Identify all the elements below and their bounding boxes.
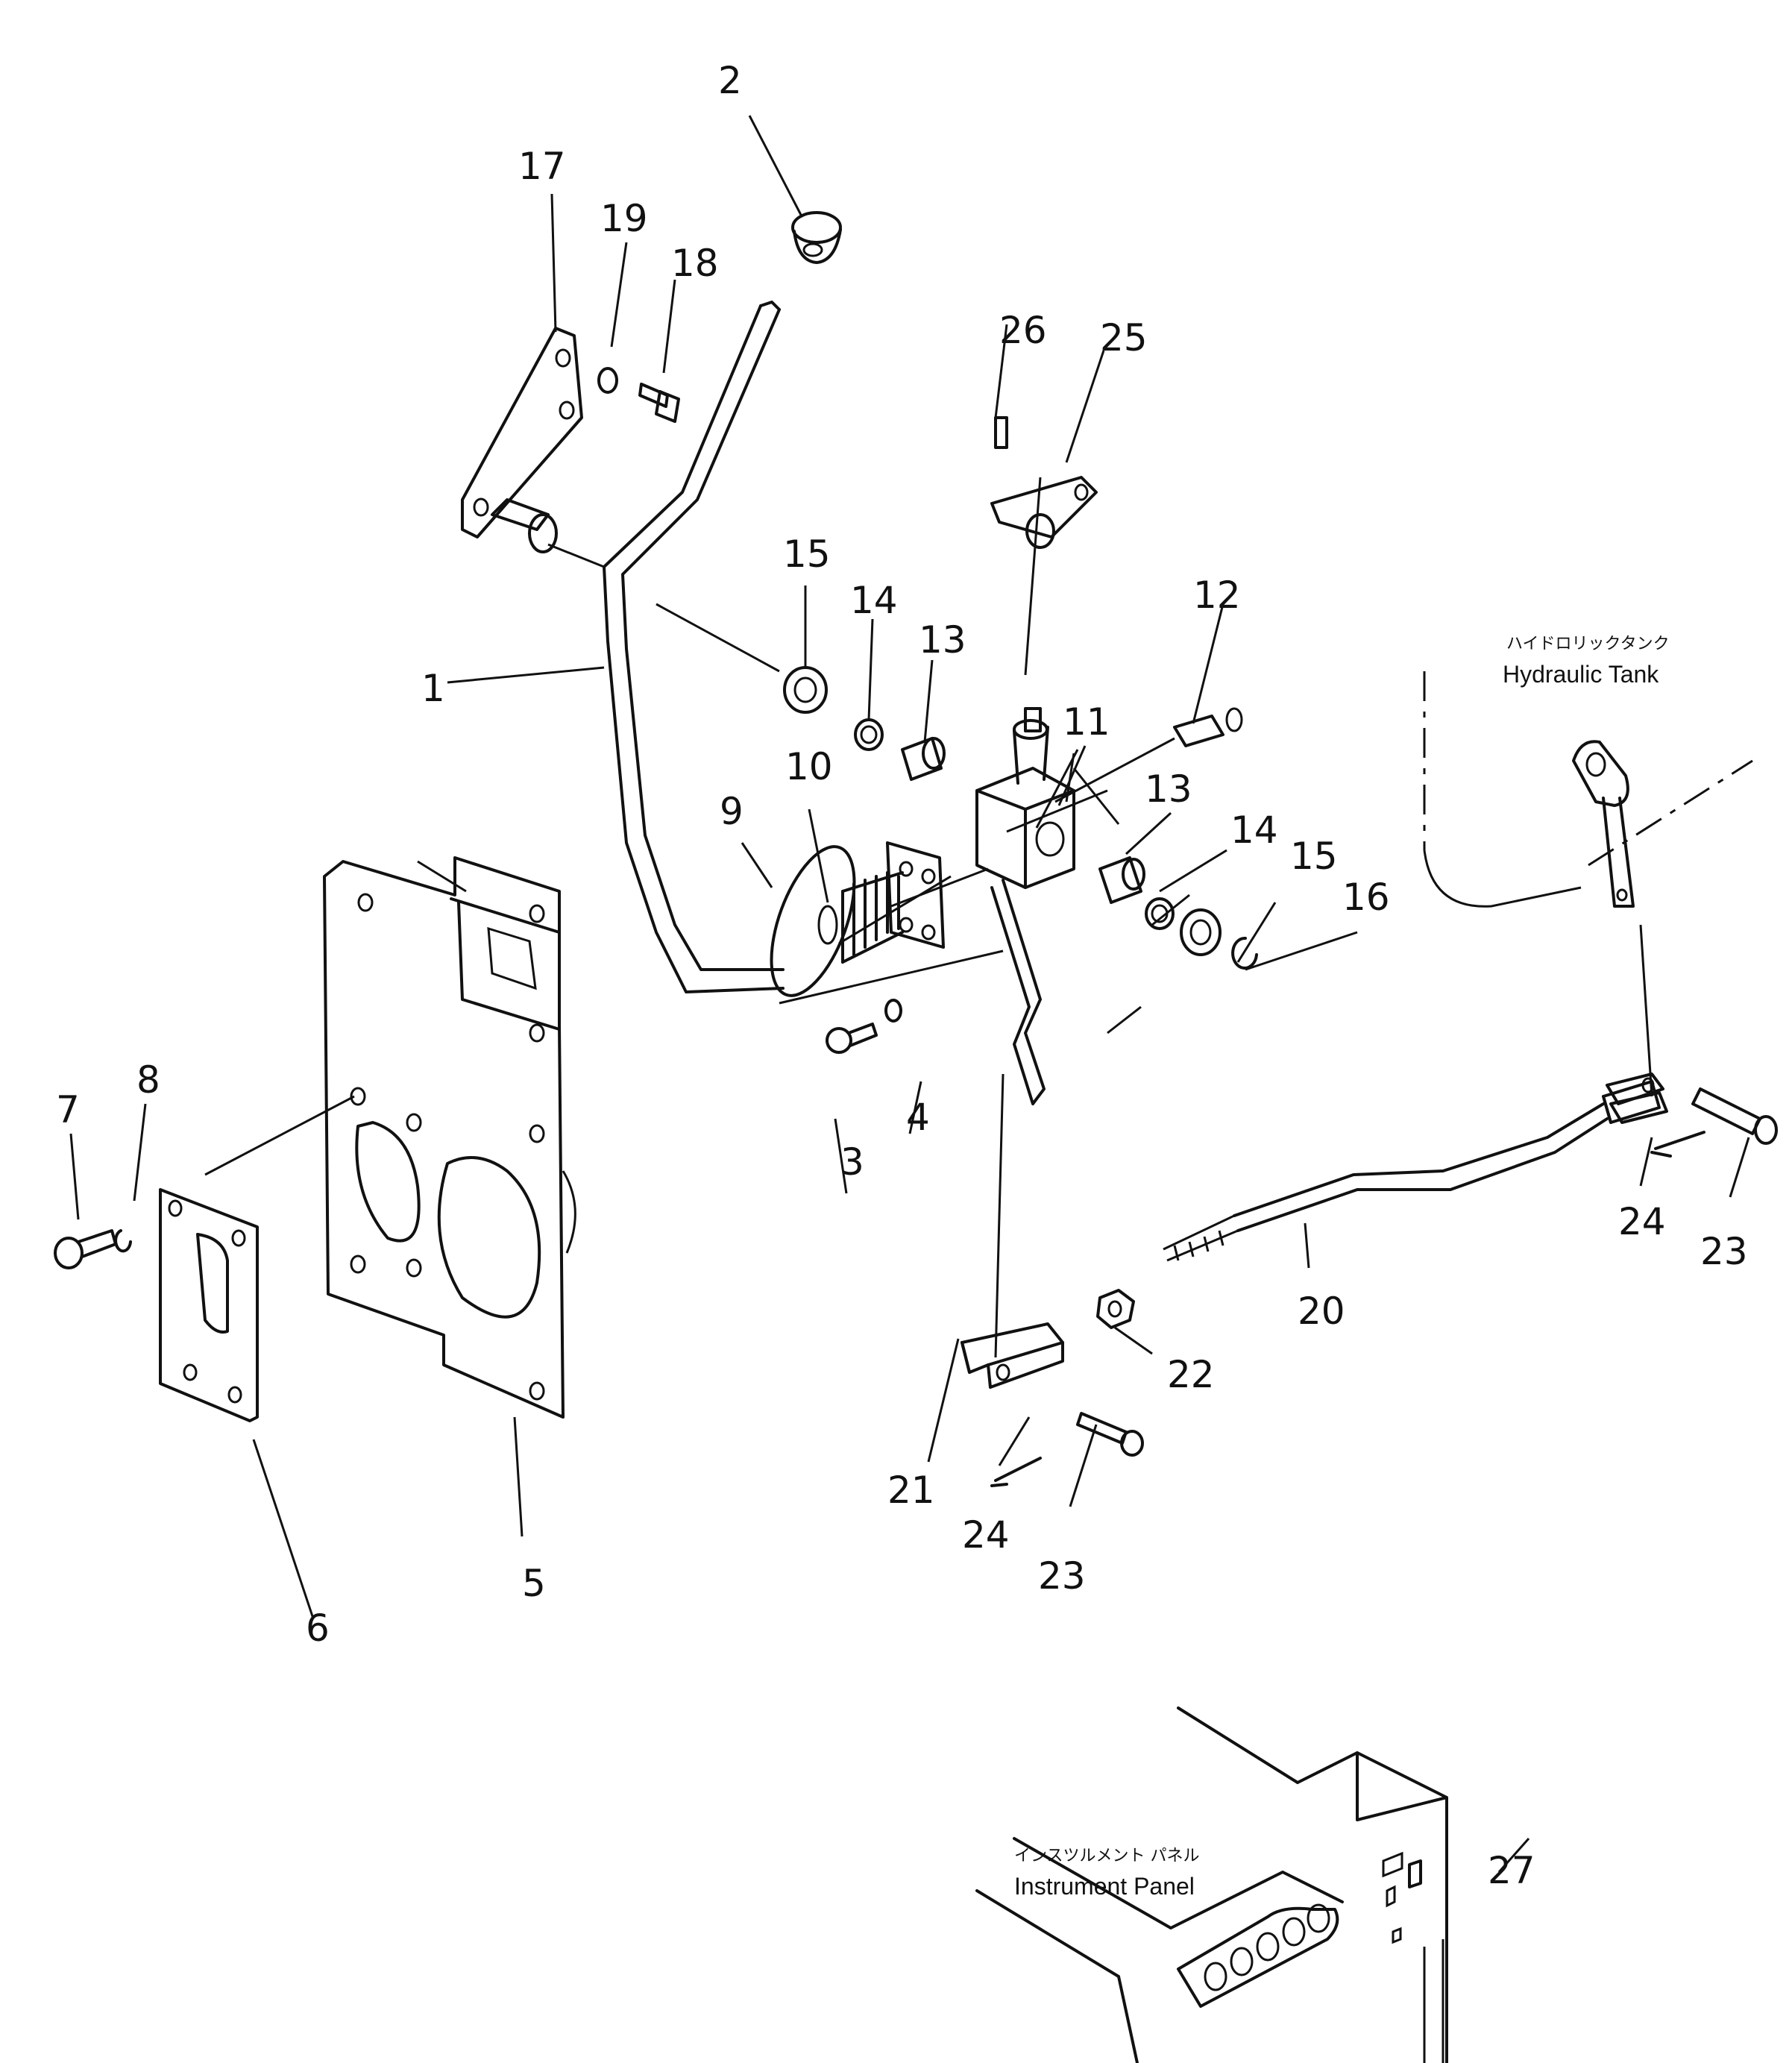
reference-labels: ハイドロリックタンク Hydraulic Tank インスツルメント パネル I… <box>1014 635 1670 1900</box>
pin-part-26 <box>994 416 1008 449</box>
snap-ring-part-16 <box>1231 936 1258 970</box>
callout-23b: 23 <box>1700 1230 1748 1273</box>
pin-part-23b <box>1691 1087 1778 1145</box>
leader-lines <box>69 115 1750 1873</box>
bolt-part-18 <box>638 383 680 423</box>
cover-part-6 <box>159 1188 259 1422</box>
bolt-part-3 <box>826 1023 878 1054</box>
callout-22: 22 <box>1167 1353 1215 1396</box>
callout-13b: 13 <box>1145 767 1192 811</box>
hydraulic-tank-label-jp: ハイドロリックタンク <box>1506 635 1670 653</box>
callout-1: 1 <box>421 667 445 710</box>
relation-lines <box>204 543 1753 1358</box>
bushing-part-13 <box>901 737 946 781</box>
lever-part-1 <box>603 301 785 993</box>
callout-14: 14 <box>850 579 898 622</box>
callout-16: 16 <box>1342 876 1390 919</box>
spring-part-10 <box>841 871 904 964</box>
callout-21: 21 <box>887 1469 935 1512</box>
callout-24b: 24 <box>1618 1200 1666 1243</box>
clevis-part-25 <box>990 476 1098 549</box>
bolt-part-7 <box>54 1229 117 1269</box>
plate-part-5 <box>323 856 576 1419</box>
bearing-part-14 <box>854 718 884 751</box>
callout-8: 8 <box>136 1058 160 1102</box>
callout-20: 20 <box>1298 1290 1345 1333</box>
callout-9: 9 <box>720 790 743 833</box>
instrument-panel-label-en: Instrument Panel <box>1014 1873 1195 1900</box>
nut-part-22 <box>1096 1289 1135 1329</box>
callout-5: 5 <box>522 1562 546 1605</box>
instrument-panel-outline <box>975 1706 1448 2063</box>
callout-3: 3 <box>840 1140 864 1184</box>
callout-23: 23 <box>1038 1554 1086 1598</box>
washer-part-4 <box>884 999 902 1023</box>
callout-26: 26 <box>999 309 1047 352</box>
knob-part-2 <box>791 211 842 264</box>
clevis-part-21 <box>961 1322 1064 1389</box>
callout-19: 19 <box>600 197 648 240</box>
callout-27: 27 <box>1488 1849 1535 1892</box>
callout-10: 10 <box>785 745 833 788</box>
callout-4: 4 <box>906 1096 930 1139</box>
hydraulic-tank-label-en: Hydraulic Tank <box>1503 661 1659 688</box>
rod-part-20 <box>1163 1080 1661 1262</box>
callout-labels: 2 17 19 18 26 25 15 14 13 12 11 1 10 9 1… <box>56 59 1748 1892</box>
instrument-panel-label-jp: インスツルメント パネル <box>1014 1847 1200 1865</box>
bracket-part-17 <box>461 327 583 553</box>
pivot-block-part-11 <box>975 707 1075 1105</box>
grease-fitting-part-12 <box>1173 707 1243 747</box>
spring-holder-plate <box>886 841 945 949</box>
callout-17: 17 <box>518 145 566 188</box>
washer-part-15b <box>1180 908 1222 956</box>
cotter-pin-part-24b <box>1650 1131 1705 1158</box>
bushing-part-13b <box>1098 856 1145 904</box>
callout-25: 25 <box>1100 316 1148 359</box>
callout-12: 12 <box>1193 574 1241 617</box>
callout-24: 24 <box>962 1513 1010 1557</box>
plate-part-9 <box>770 845 856 997</box>
bearing-part-14b <box>1145 897 1175 930</box>
washer-part-19 <box>597 367 618 394</box>
callout-15: 15 <box>783 533 831 576</box>
washer-part-8 <box>114 1229 132 1253</box>
callout-6: 6 <box>306 1607 330 1650</box>
callout-13: 13 <box>919 618 966 662</box>
cotter-pin-part-24 <box>990 1457 1042 1487</box>
pin-part-23 <box>1076 1412 1144 1457</box>
clevis-right <box>1606 1073 1668 1124</box>
callout-7: 7 <box>56 1088 80 1131</box>
callout-2: 2 <box>718 59 742 102</box>
hydraulic-tank-outline <box>1423 850 1582 908</box>
washer-part-15 <box>783 666 828 714</box>
callout-11: 11 <box>1063 700 1110 744</box>
tank-lever <box>1572 740 1635 908</box>
callout-15b: 15 <box>1290 835 1338 878</box>
callout-18: 18 <box>671 242 719 285</box>
callout-14b: 14 <box>1230 808 1278 852</box>
